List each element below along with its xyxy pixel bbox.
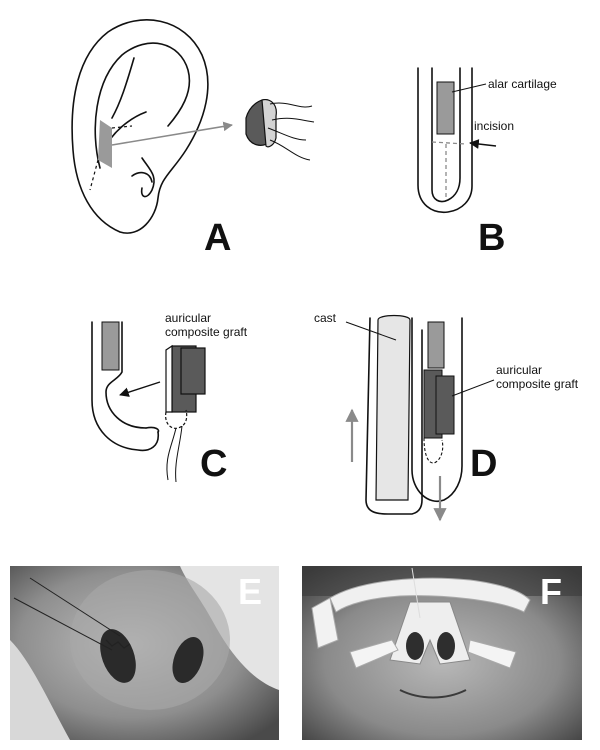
- label-graft-c-1: auricular: [165, 311, 211, 325]
- panel-d: cast auricular composite graft D: [314, 311, 579, 522]
- gap-arrow: [119, 381, 161, 397]
- label-graft-d-1: auricular: [496, 363, 542, 377]
- alar-cartilage: [436, 81, 455, 135]
- graft-c: [165, 344, 206, 483]
- alar-cartilage-c: [101, 321, 120, 371]
- panel-letter-a: A: [204, 217, 231, 259]
- panel-letter-c: C: [200, 443, 227, 485]
- label-alar-cartilage: alar cartilage: [488, 77, 557, 91]
- cast: [375, 314, 411, 501]
- photo-f: F: [302, 566, 582, 740]
- label-incision: incision: [474, 119, 514, 133]
- panel-a: A: [71, 19, 315, 259]
- panel-b: alar cartilage incision B: [417, 67, 557, 259]
- photo-letter-f: F: [540, 571, 562, 612]
- label-cast: cast: [314, 311, 337, 325]
- left-nostril-f: [406, 632, 424, 660]
- nostril-inner-b: [417, 67, 473, 213]
- label-graft-d-2: composite graft: [496, 377, 579, 391]
- right-nostril-e: [172, 636, 204, 684]
- panel-c: auricular composite graft C: [91, 311, 248, 485]
- composite-graft-illustration: [245, 99, 315, 161]
- cast-outer: [365, 317, 423, 515]
- panel-letter-b: B: [478, 217, 505, 259]
- right-nostril-f: [437, 632, 455, 660]
- ear-illustration: [71, 19, 209, 234]
- nostril-outer-d: [411, 317, 463, 503]
- nostril-outer-c: [91, 321, 160, 452]
- nostril-inner-c: [105, 321, 147, 429]
- donor-site: [98, 120, 112, 168]
- incision-line: [431, 141, 467, 145]
- nostril-rim-b: [431, 67, 461, 203]
- label-graft-c-2: composite graft: [165, 325, 248, 339]
- photo-e: E: [10, 566, 279, 740]
- transfer-arrow: [111, 121, 233, 146]
- panel-letter-d: D: [470, 443, 497, 485]
- alar-cartilage-d: [427, 321, 445, 369]
- photo-letter-e: E: [238, 571, 262, 612]
- incision-arrow: [469, 139, 497, 149]
